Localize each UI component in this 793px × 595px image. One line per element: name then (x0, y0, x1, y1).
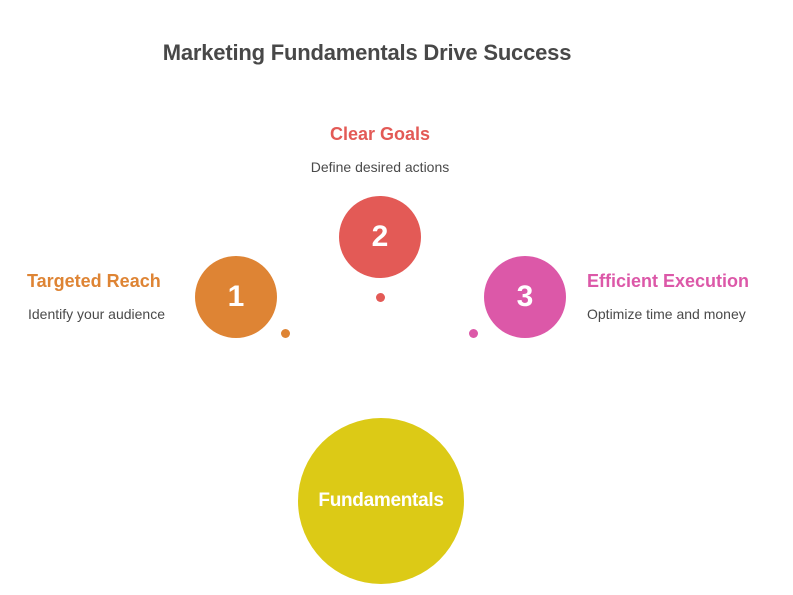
step-circle-3: 3 (484, 256, 566, 338)
fundamentals-circle: Fundamentals (298, 418, 464, 584)
connector-dot-1 (281, 329, 290, 338)
step-number-3: 3 (516, 280, 534, 313)
fundamentals-label: Fundamentals (318, 490, 444, 511)
item-description-targeted-reach: Identify your audience (28, 306, 165, 322)
item-label-efficient-execution: Efficient Execution (587, 271, 750, 291)
step-number-1: 1 (227, 280, 245, 313)
step-circle-1: 1 (195, 256, 277, 338)
item-description-clear-goals: Define desired actions (310, 159, 450, 175)
connector-dot-2 (376, 293, 385, 302)
item-label-clear-goals: Clear Goals (329, 124, 431, 144)
step-circle-2: 2 (339, 196, 421, 278)
connector-dot-3 (469, 329, 478, 338)
item-description-efficient-execution: Optimize time and money (587, 306, 746, 322)
item-label-targeted-reach: Targeted Reach (27, 271, 161, 291)
diagram-title: Marketing Fundamentals Drive Success (162, 40, 572, 65)
step-number-2: 2 (371, 220, 389, 253)
